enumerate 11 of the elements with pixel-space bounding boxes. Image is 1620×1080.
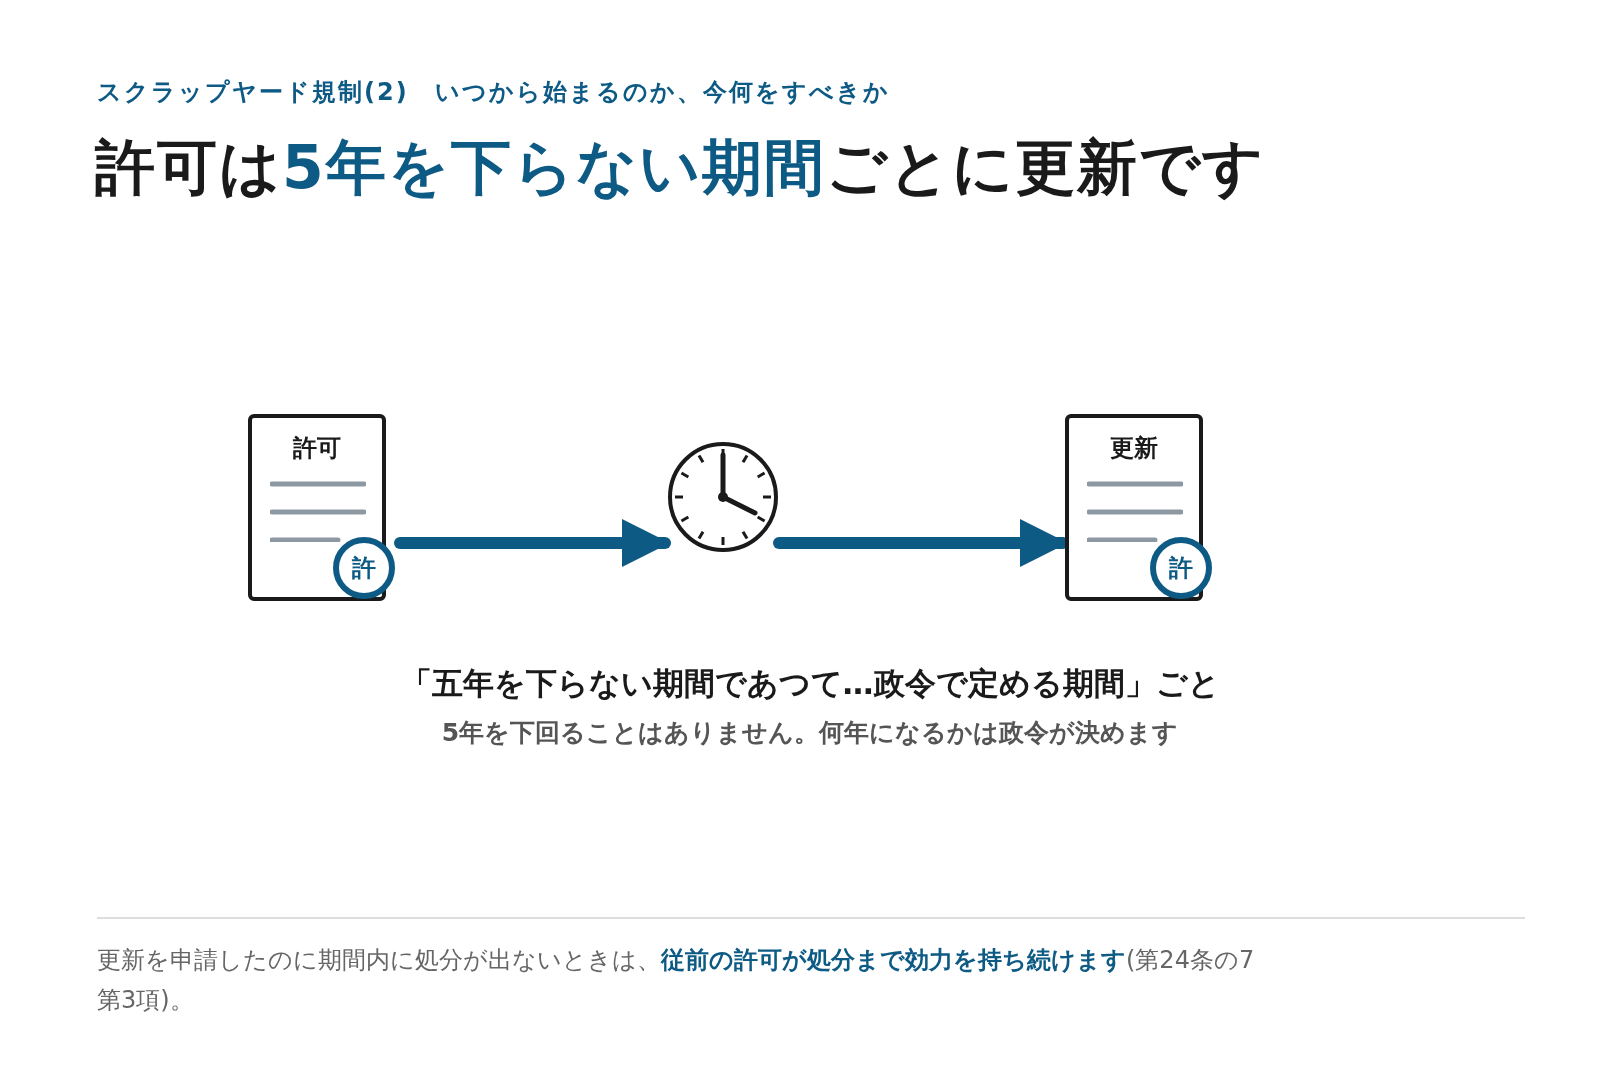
footnote-text: 更新を申請したのに期間内に処分が出ないときは、従前の許可が処分まで効力を持ち続けます(第24条の7第3項)。 [97, 945, 1256, 1016]
clock-icon [667, 441, 779, 553]
document-heading: 許可 [292, 433, 342, 464]
explanation-text: 5年を下回ることはありません。何年になるかは政令が決めます [441, 717, 1179, 749]
document-card [1065, 414, 1203, 601]
arrow [394, 519, 671, 567]
title: 許可は5年を下らない期間ごとに更新です [95, 131, 1265, 204]
subtitle: スクラップヤード規制(2) いつから始まるのか、今何をすべきか [97, 77, 890, 108]
quote-text: 「五年を下らない期間であつて…政令で定める期間」ごと [400, 664, 1220, 703]
document-card [248, 414, 386, 601]
document-heading: 更新 [1109, 433, 1159, 464]
